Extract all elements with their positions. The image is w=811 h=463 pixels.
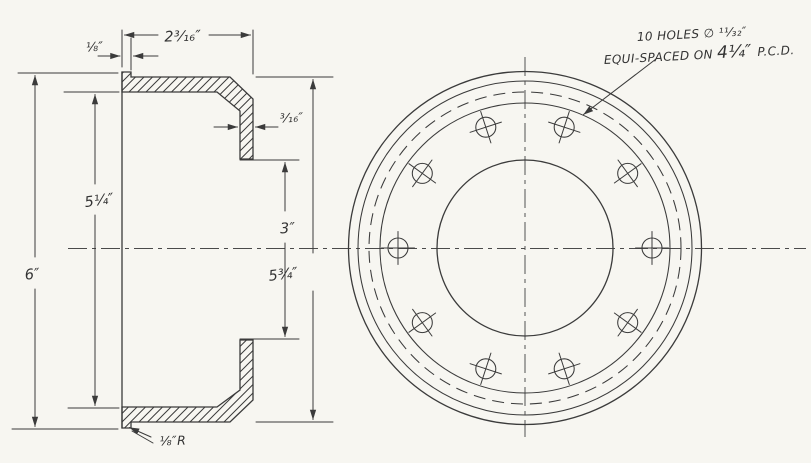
bolt-hole-centermark-tangential: [469, 121, 502, 133]
dim-overall-height: 6″: [11, 72, 119, 430]
dim-body-od: 5¾″: [255, 76, 334, 423]
bolt-hole: [617, 162, 639, 184]
front-view: 10 HOLES ∅ ¹¹⁄₃₂″ EQUI-SPACED ON 4¼″ P.C…: [347, 24, 795, 437]
hole-note-pcd-value: 4¼″: [717, 41, 753, 63]
callout-corner-radius: ⅛″R: [129, 427, 186, 449]
section-top-wall: [121, 71, 254, 160]
bolt-hole: [475, 116, 497, 138]
dim-lip-width-label: ⅛″: [85, 38, 104, 54]
dim-top-width: 2³⁄₁₆″: [121, 28, 254, 75]
body-od-circle: [357, 80, 693, 416]
bolt-hole: [411, 162, 433, 184]
dim-inner-depth-label: 5¼″: [84, 191, 116, 211]
hole-note-line1: 10 HOLES ∅ ¹¹⁄₃₂″: [637, 24, 748, 44]
bolt-hole-centermark-tangential: [617, 159, 638, 188]
hole-note-line2-post: P.C.D.: [757, 43, 795, 59]
callout-corner-radius-label: ⅛″R: [159, 433, 186, 449]
bolt-hole: [553, 358, 575, 380]
dim-inner-depth: 5¼″: [63, 91, 120, 409]
outer-rim-circle: [347, 70, 703, 426]
hole-note-line2: EQUI-SPACED ON 4¼″ P.C.D.: [603, 39, 795, 69]
section-bottom-wall: [121, 339, 254, 429]
bolt-hole: [475, 358, 497, 380]
bore-circle: [436, 159, 614, 337]
bolt-hole-centermark-tangential: [469, 363, 502, 375]
bolt-hole-centermark-tangential: [617, 308, 638, 337]
dim-lip-width: ⅛″: [85, 37, 159, 71]
section-view: 2³⁄₁₆″ ⅛″ ³⁄₁₆″ 5¼″ 6: [11, 28, 334, 449]
bolt-hole: [617, 312, 639, 334]
bolt-holes: [381, 111, 669, 385]
dim-body-od-label: 5¾″: [268, 265, 300, 285]
dim-wall-thickness: ³⁄₁₆″: [213, 109, 304, 131]
dim-bore-label: 3″: [280, 221, 296, 238]
hidden-circle: [368, 91, 682, 405]
bolt-hole-centermark-tangential: [548, 363, 581, 375]
bolt-hole: [553, 116, 575, 138]
dim-overall-height-label: 6″: [24, 266, 41, 284]
bolt-hole: [411, 312, 433, 334]
dim-wall-thickness-label: ³⁄₁₆″: [279, 109, 304, 125]
inner-rim-circle: [379, 102, 671, 394]
hole-note-line2-pre: EQUI-SPACED ON: [604, 47, 718, 67]
bolt-hole-centermark-tangential: [412, 159, 433, 188]
dim-top-width-label: 2³⁄₁₆″: [164, 28, 202, 45]
hole-note: 10 HOLES ∅ ¹¹⁄₃₂″ EQUI-SPACED ON 4¼″ P.C…: [583, 24, 795, 115]
bolt-hole-centermark-tangential: [548, 121, 581, 133]
bolt-hole-centermark-tangential: [412, 308, 433, 337]
dim-bore: 3″: [239, 159, 300, 340]
